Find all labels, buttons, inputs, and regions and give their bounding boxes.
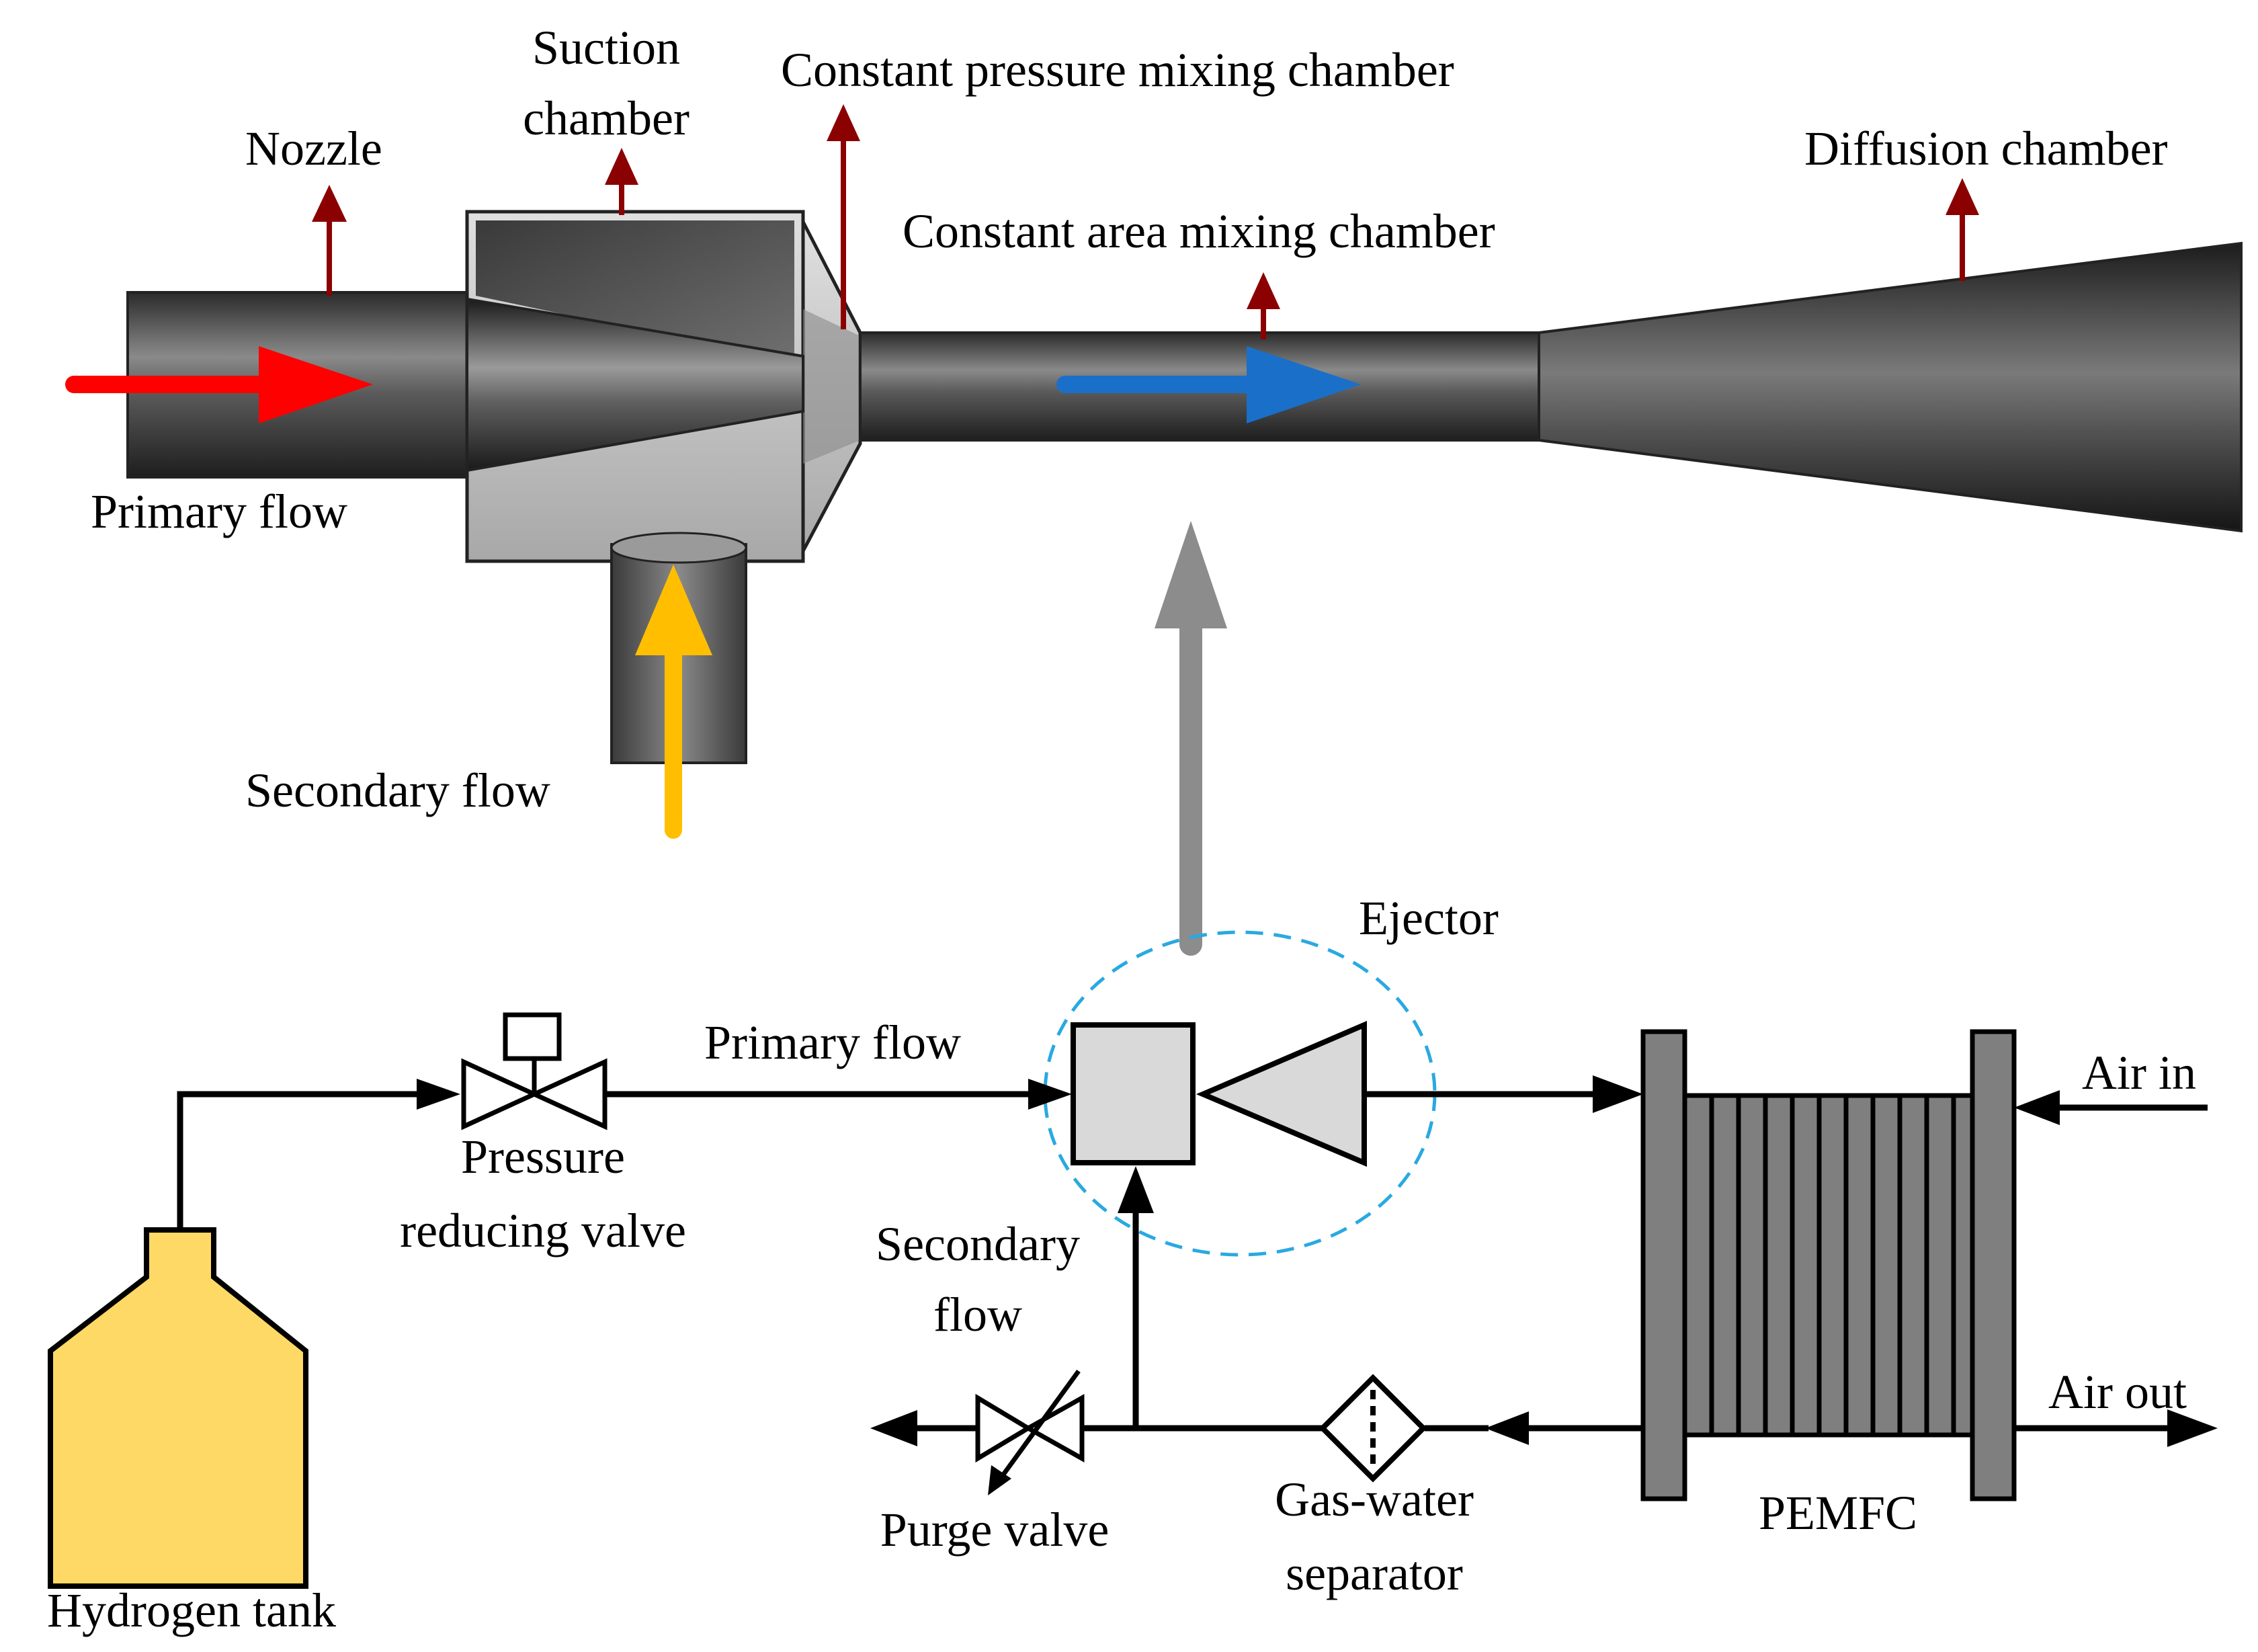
- system-schematic: Ejector Primary flow Pressure reducing v…: [47, 891, 2218, 1637]
- gws-label-line1: Gas-water: [1275, 1473, 1474, 1526]
- nozzle-pointer-arrow: [312, 185, 347, 296]
- pemfc-stack: [1640, 1029, 2017, 1501]
- secondary-flow-arrow: [635, 565, 712, 839]
- hydrogen-tank-label: Hydrogen tank: [47, 1583, 336, 1637]
- purge-out-arrow: [870, 1410, 917, 1446]
- pipe-arrow-to-pemfc: [1593, 1075, 1643, 1113]
- gws-label-line2: separator: [1286, 1546, 1463, 1600]
- suction-chamber-label-line1: Suction: [532, 21, 680, 75]
- const-pressure-pointer-arrow: [827, 104, 860, 329]
- nozzle-label: Nozzle: [245, 122, 382, 175]
- primary-flow-label-bottom: Primary flow: [704, 1016, 961, 1069]
- mixed-flow-arrow: [1056, 346, 1361, 423]
- pipe-arrow-return: [1485, 1411, 1529, 1445]
- pipe-arrow-to-prv: [417, 1079, 460, 1110]
- ejector-diffuser-symbol: [1196, 1020, 1367, 1167]
- detail-link-arrow: [1155, 521, 1227, 956]
- air-in-arrow: [2014, 1090, 2060, 1125]
- pressure-reducing-valve: [461, 1012, 608, 1130]
- const-area-pointer-arrow: [1247, 272, 1280, 339]
- nozzle-cone: [466, 297, 804, 472]
- secondary-flow-label-top: Secondary flow: [245, 763, 550, 817]
- diffusion-chamber-label: Diffusion chamber: [1804, 122, 2168, 175]
- secondary-flow-label-bottom-line2: flow: [933, 1288, 1022, 1341]
- converging-section-shade: [803, 309, 860, 464]
- secondary-inlet-opening: [610, 532, 747, 564]
- primary-flow-label-top: Primary flow: [91, 485, 347, 538]
- suction-chamber-upper: [476, 220, 794, 363]
- suction-pointer-arrow: [605, 148, 638, 215]
- pipe-tank-to-prv: [177, 1091, 417, 1230]
- gas-water-separator: [1319, 1374, 1427, 1483]
- hydrogen-tank: [48, 1227, 308, 1589]
- prv-label-line1: Pressure: [461, 1130, 625, 1184]
- primary-flow-arrow: [65, 346, 373, 423]
- air-out-arrow: [2167, 1409, 2218, 1447]
- ejector-body: [1071, 1022, 1196, 1165]
- constant-pressure-label: Constant pressure mixing chamber: [781, 43, 1454, 97]
- constant-area-label: Constant area mixing chamber: [903, 204, 1495, 258]
- pipe-arrow-to-ejector: [1028, 1079, 1072, 1110]
- pipe-arrow-recirc: [1118, 1166, 1154, 1213]
- suction-chamber-label-line2: chamber: [523, 91, 689, 145]
- air-out-label: Air out: [2048, 1365, 2187, 1419]
- diffusion-pointer-arrow: [1946, 178, 1979, 281]
- secondary-flow-label-bottom-line1: Secondary: [876, 1217, 1080, 1271]
- ejector-label: Ejector: [1359, 891, 1499, 945]
- air-in-label: Air in: [2082, 1046, 2196, 1100]
- diffuser-cone: [1538, 241, 2243, 533]
- pemfc-label: PEMFC: [1759, 1486, 1917, 1540]
- ejector-detail: Nozzle Suction chamber Constant pressure…: [65, 21, 2243, 839]
- purge-valve: [975, 1369, 1085, 1495]
- purge-valve-label: Purge valve: [880, 1503, 1110, 1557]
- prv-label-line2: reducing valve: [400, 1204, 686, 1257]
